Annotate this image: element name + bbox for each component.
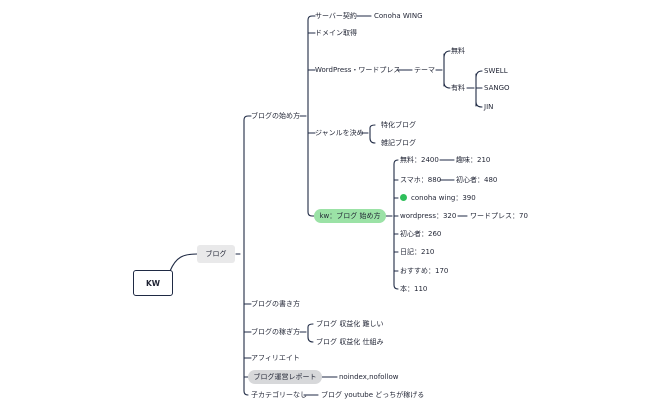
status-dot-icon	[400, 194, 407, 201]
kw-sub-beginner[interactable]: 初心者：480	[456, 176, 498, 184]
node-no-category[interactable]: 子カテゴリーなし	[251, 391, 307, 399]
node-swell[interactable]: SWELL	[484, 67, 508, 75]
kw-item-free[interactable]: 無料：2400	[400, 156, 439, 164]
node-server[interactable]: サーバー契約	[315, 12, 357, 20]
kw-item-book[interactable]: 本：110	[400, 285, 428, 293]
node-free[interactable]: 無料	[451, 47, 465, 55]
node-youtube[interactable]: ブログ youtube どっちが稼げる	[321, 391, 425, 399]
kw-item-diary[interactable]: 日記：210	[400, 248, 435, 256]
node-jin[interactable]: JIN	[484, 103, 494, 111]
kw-item-recommend[interactable]: おすすめ：170	[400, 267, 449, 275]
node-blog-report[interactable]: ブログ運営レポート	[248, 370, 322, 384]
node-earn-hard[interactable]: ブログ 収益化 難しい	[316, 320, 384, 328]
kw-item-wordpress[interactable]: wordpress：320	[400, 212, 457, 220]
node-wordpress[interactable]: WordPress・ワードプレス	[315, 66, 401, 74]
kw-item-beginner[interactable]: 初心者：260	[400, 230, 442, 238]
node-specialized-blog[interactable]: 特化ブログ	[381, 121, 416, 129]
root-node[interactable]: KW	[133, 270, 173, 296]
kw-item-conoha[interactable]: conoha wing：390	[411, 194, 476, 202]
node-genre[interactable]: ジャンルを決め	[315, 129, 364, 137]
edge-blog-trunk	[235, 115, 252, 396]
node-sango[interactable]: SANGO	[484, 84, 510, 92]
node-blog-label: ブログ	[205, 250, 227, 258]
node-misc-blog[interactable]: 雑記ブログ	[381, 139, 416, 147]
node-earn-mechanism[interactable]: ブログ 収益化 仕組み	[316, 338, 384, 346]
kw-sub-hobby[interactable]: 趣味：210	[456, 156, 491, 164]
node-conoha-wing[interactable]: Conoha WING	[374, 12, 423, 20]
node-blog-earn[interactable]: ブログの稼ぎ方	[251, 328, 300, 336]
node-blog[interactable]: ブログ	[197, 245, 235, 263]
kw-sub-wordpress-ja[interactable]: ワードプレス：70	[470, 212, 528, 220]
root-label: KW	[145, 278, 161, 288]
node-theme[interactable]: テーマ	[414, 66, 435, 74]
node-blog-report-label: ブログ運営レポート	[253, 373, 317, 381]
node-noindex[interactable]: noindex,nofollow	[339, 373, 399, 381]
node-paid[interactable]: 有料	[451, 84, 465, 92]
node-kw-blog-start[interactable]: kw：ブログ 始め方	[314, 209, 386, 223]
node-blog-start[interactable]: ブログの始め方	[251, 112, 300, 120]
node-domain[interactable]: ドメイン取得	[315, 29, 357, 37]
node-kw-label: kw：ブログ 始め方	[319, 212, 381, 220]
node-blog-write[interactable]: ブログの書き方	[251, 300, 300, 308]
node-affiliate[interactable]: アフィリエイト	[251, 354, 300, 362]
edge-root-blog	[169, 253, 198, 272]
kw-item-smartphone[interactable]: スマホ：880	[400, 176, 442, 184]
